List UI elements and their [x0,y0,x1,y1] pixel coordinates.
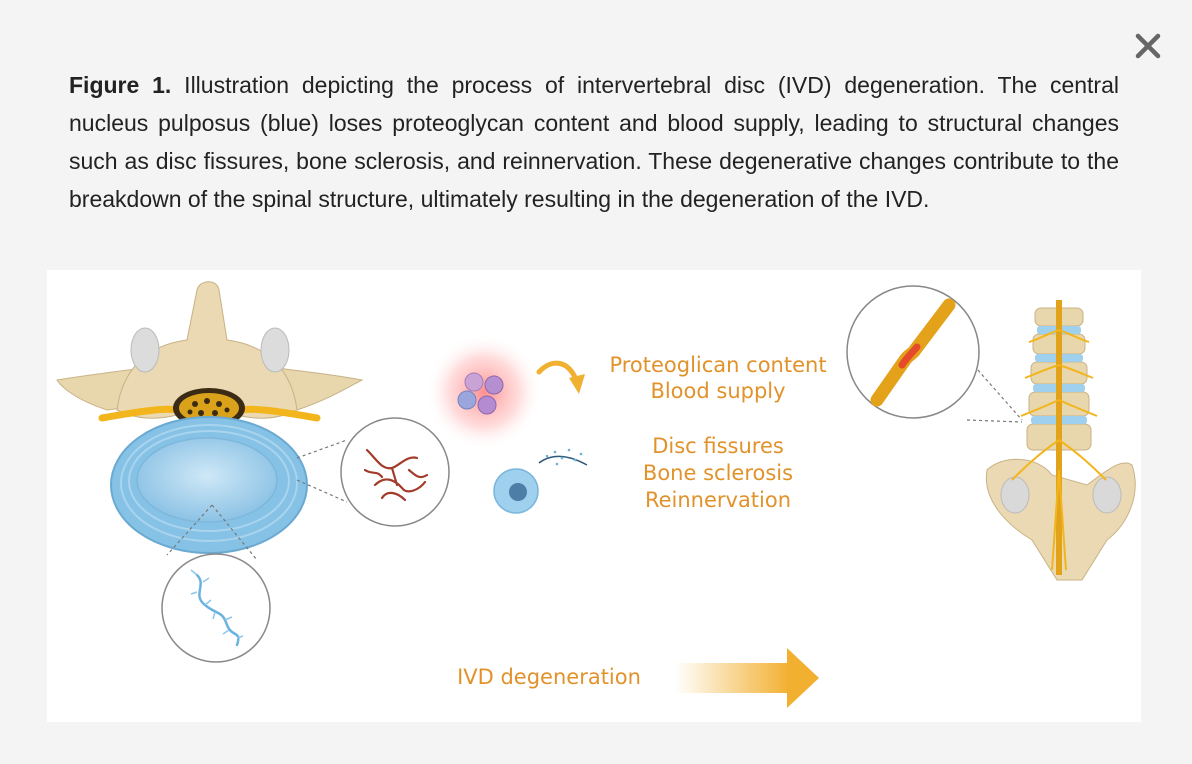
close-icon [1135,33,1161,59]
blood-vessel-zoom [340,417,450,527]
progress-arrow-icon [675,648,819,708]
change-line-1: Disc fissures [652,434,784,458]
nerve-compression-zoom [846,285,980,419]
loss-line-2: Blood supply [650,379,785,403]
curved-arrow-icon [536,360,585,394]
change-line-2: Bone sclerosis [643,461,793,485]
figure-illustration: Proteoglican content Blood supply Disc f… [47,270,1141,722]
figure-caption: Figure 1. Illustration depicting the pro… [69,66,1119,218]
change-line-3: Reinnervation [645,488,791,512]
progress-label: IVD degeneration [457,665,641,689]
spine-pelvis-illustration [985,300,1136,581]
illustration-canvas: Proteoglican content Blood supply Disc f… [56,281,1136,708]
proteoglycan-zoom [161,553,271,663]
vertebra-disc-illustration [56,281,364,554]
inflammatory-cells [426,334,542,450]
disc-cell-illustration [493,448,588,514]
caption-text: Illustration depicting the process of in… [69,72,1119,212]
zoom-lines [166,351,1023,561]
figure-label: Figure 1. [69,72,172,98]
loss-line-1: Proteoglican content [609,353,826,377]
close-button[interactable] [1130,28,1166,64]
